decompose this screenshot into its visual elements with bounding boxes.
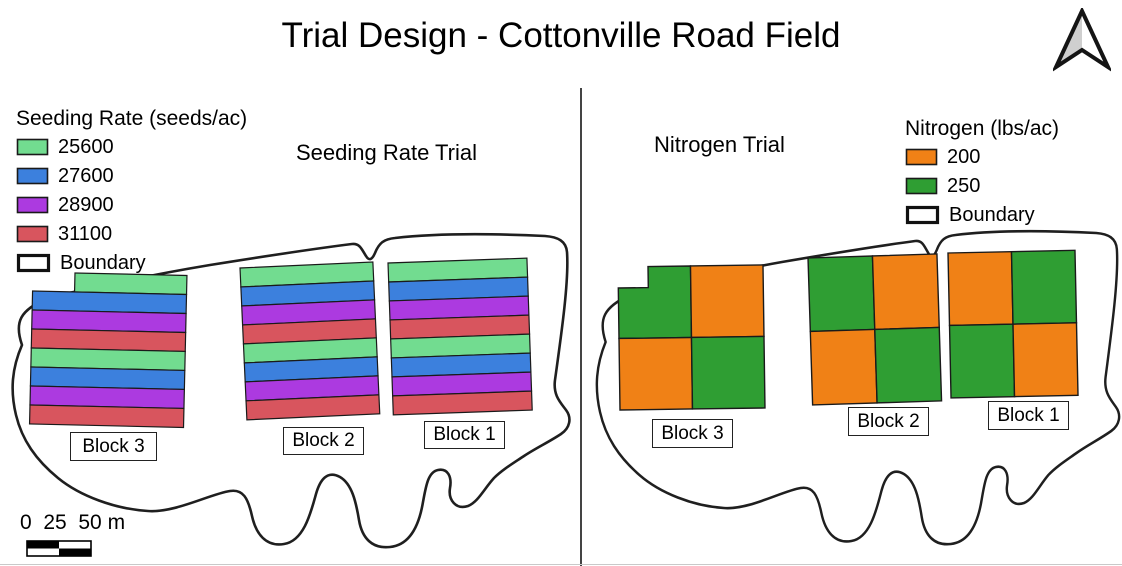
seeding-block-2: [239, 261, 381, 421]
legend-swatch-27600: [16, 167, 49, 185]
seeding-block-1-label: Block 1: [424, 421, 505, 449]
seeding-map-label: Seeding Rate Trial: [296, 140, 477, 165]
swatch-rect: [905, 148, 938, 166]
legend-item: 250: [905, 176, 1059, 196]
seeding-legend-title: Seeding Rate (seeds/ac): [16, 107, 248, 130]
seeding-block-1: [387, 257, 533, 416]
nitrogen-plot: [1010, 249, 1078, 325]
scale-bar-segment: [59, 541, 91, 549]
nitrogen-plot: [690, 335, 766, 410]
field-boundary-nitrogen: [595, 229, 1121, 546]
nitrogen-plot: [689, 264, 765, 339]
scale-bar-label: 0 25 50 m: [20, 511, 126, 534]
nitrogen-plot: [617, 265, 693, 340]
panel-divider: [580, 88, 582, 566]
scale-bar-segment: [59, 548, 91, 556]
nitrogen-plot: [1012, 322, 1079, 398]
seeding-block-3: [28, 272, 188, 429]
swatch-rect: [16, 253, 51, 273]
swatch-rect: [905, 205, 940, 225]
nitrogen-block-2-label: Block 2: [848, 407, 929, 436]
legend-item: Boundary: [16, 253, 247, 273]
seeding-block-3-label: Block 3: [70, 432, 157, 461]
legend-item-label: 31100: [58, 223, 113, 245]
nitrogen-legend-title: Nitrogen (lbs/ac): [905, 117, 1060, 140]
legend-swatch-boundary: [16, 253, 51, 273]
north-arrow-icon: [1053, 8, 1111, 72]
nitrogen-plot: [948, 323, 1016, 399]
legend-item-label: Boundary: [60, 252, 146, 274]
seeding-legend: Seeding Rate (seeds/ac) 25600 27600 2890…: [16, 108, 247, 282]
layout-bottom-edge: [0, 564, 1122, 565]
swatch-rect: [16, 138, 49, 156]
scale-bar-segment: [27, 541, 59, 549]
legend-item: 28900: [16, 195, 247, 215]
nitrogen-block-3: [617, 264, 766, 411]
nitrogen-plot: [807, 255, 876, 333]
legend-item-label: 28900: [58, 194, 114, 216]
nitrogen-map-label: Nitrogen Trial: [654, 132, 785, 157]
seeding-strip: [245, 394, 381, 421]
legend-swatch-28900: [16, 196, 49, 214]
nitrogen-plot: [809, 328, 878, 406]
legend-item-label: 25600: [58, 136, 114, 158]
field-boundary-nitrogen-path: [595, 229, 1121, 546]
seeding-strip: [28, 404, 185, 429]
swatch-rect: [905, 177, 938, 195]
legend-item: 31100: [16, 224, 247, 244]
seeding-strip: [392, 390, 533, 416]
nitrogen-block-1: [947, 249, 1079, 399]
nitrogen-block-1-label: Block 1: [988, 401, 1069, 430]
nitrogen-block-3-label: Block 3: [652, 419, 733, 448]
nitrogen-plot: [874, 326, 943, 404]
nitrogen-plot: [947, 250, 1014, 327]
legend-item-label: 250: [947, 175, 981, 197]
legend-item: 200: [905, 147, 1059, 167]
legend-item: Boundary: [905, 205, 1059, 225]
page-title: Trial Design - Cottonville Road Field: [281, 16, 841, 55]
legend-item-label: 200: [947, 146, 981, 168]
nitrogen-plot: [618, 336, 694, 411]
scale-bar: [26, 540, 92, 557]
legend-item: 25600: [16, 137, 247, 157]
nitrogen-plot: [871, 253, 940, 331]
scale-bar-segment: [27, 548, 59, 556]
legend-swatch-200: [905, 148, 938, 166]
nitrogen-legend: Nitrogen (lbs/ac) 200 250 Boundary: [905, 118, 1059, 234]
legend-item: 27600: [16, 166, 247, 186]
legend-swatch-250: [905, 177, 938, 195]
north-arrow-outline: [1053, 8, 1111, 72]
swatch-rect: [16, 167, 49, 185]
legend-swatch-boundary: [905, 205, 940, 225]
seeding-block-2-label: Block 2: [283, 427, 364, 455]
swatch-rect: [16, 225, 49, 243]
nitrogen-block-2: [807, 253, 943, 406]
field-boundary-seeding: [11, 232, 571, 549]
swatch-rect: [16, 196, 49, 214]
legend-swatch-25600: [16, 138, 49, 156]
legend-item-label: 27600: [58, 165, 114, 187]
legend-swatch-31100: [16, 225, 49, 243]
scale-bar-frame: [26, 540, 92, 557]
legend-item-label: Boundary: [949, 204, 1035, 226]
